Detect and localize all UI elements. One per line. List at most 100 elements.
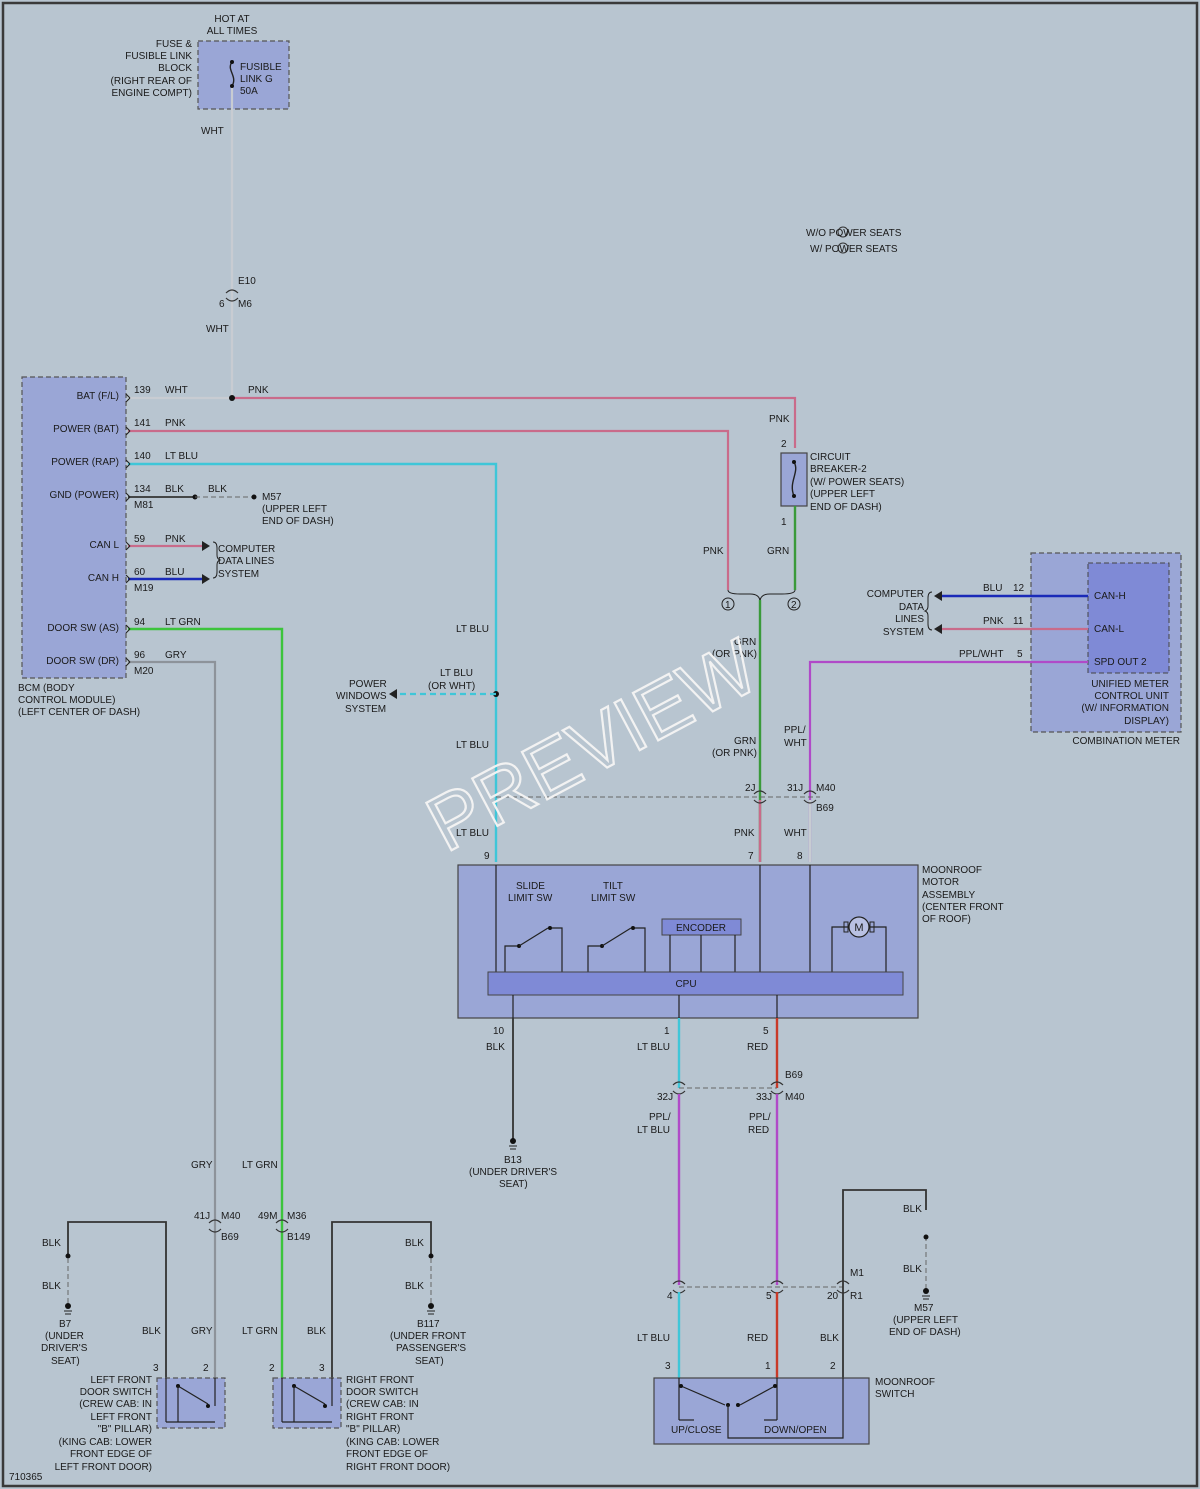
- combination-meter: CAN-H CAN-L SPD OUT 2 UNIFIED METER CONT…: [959, 552, 1182, 747]
- arrow-icon: [202, 574, 210, 584]
- right-door-name-7: FRONT EDGE OF: [346, 1449, 428, 1460]
- power-windows-label-1: POWER: [349, 679, 387, 690]
- wire-label-blk: BLK: [208, 484, 227, 495]
- left-door-pin-3: 3: [153, 1363, 159, 1374]
- slide-limit-label-2: LIMIT SW: [508, 893, 553, 904]
- wire-label-wht: WHT: [201, 126, 224, 137]
- tilt-limit-label-1: TILT: [603, 881, 623, 892]
- ground-dot: [510, 1138, 516, 1144]
- cpu-label: CPU: [675, 979, 696, 990]
- meter-pin-number: 11: [1013, 616, 1024, 627]
- wire-label-pnk: PNK: [703, 546, 724, 557]
- fuse-block-name-3: BLOCK: [158, 63, 192, 74]
- arrow-icon: [389, 689, 397, 699]
- wire-label-blk: BLK: [307, 1326, 326, 1337]
- left-door-name-8: LEFT FRONT DOOR): [55, 1462, 152, 1473]
- wire-label: WHT: [165, 385, 188, 396]
- tilt-limit-switch-wire: [587, 945, 600, 972]
- connector-r1: R1: [850, 1291, 863, 1302]
- fusible-link-label-1: FUSIBLE: [240, 62, 282, 73]
- ground-b7-name: B7: [59, 1319, 72, 1330]
- fuse-block-name-4: (RIGHT REAR OF: [111, 76, 192, 87]
- wire-label: LT GRN: [165, 617, 201, 628]
- switch-pin-20: 20: [827, 1291, 839, 1302]
- bcm-box: [21, 376, 127, 679]
- wire-label-ppl-wht: PPL/WHT: [959, 649, 1003, 660]
- fusible-link-label-2: LINK G: [240, 74, 273, 85]
- moonroof-switch: MOONROOF SWITCH UP/CLOSE DOWN/OPEN: [653, 1377, 935, 1445]
- bcm-pin-label: DOOR SW (AS): [47, 623, 119, 634]
- motor-symbol-label: M: [854, 922, 863, 934]
- combination-meter-title: COMBINATION METER: [1072, 736, 1180, 747]
- bcm-name-1: BCM (BODY: [18, 683, 75, 694]
- switch-contact: [323, 1404, 327, 1408]
- fuse-block-name-5: ENGINE COMPT): [111, 88, 192, 99]
- connector-m19: M19: [134, 583, 154, 594]
- motor-name-4: (CENTER FRONT: [922, 902, 1004, 913]
- tilt-limit-switch-blade: [601, 927, 632, 947]
- ground-b13-name: B13: [504, 1155, 522, 1166]
- wire-label-red: RED: [748, 1125, 769, 1136]
- ground-dot: [251, 494, 257, 500]
- circuit-breaker: 2 1 CIRCUIT BREAKER-2 (W/ POWER SEATS) (…: [780, 439, 904, 528]
- wire-label-blu: BLU: [983, 583, 1002, 594]
- left-door-name-4: LEFT FRONT: [91, 1412, 152, 1423]
- ground-dot: [923, 1288, 929, 1294]
- connector-m40: M40: [816, 783, 836, 794]
- left-door-name-7: FRONT EDGE OF: [70, 1449, 152, 1460]
- motor-brush: [869, 921, 875, 933]
- wire-blk-switch-gnd: [842, 1189, 927, 1378]
- right-door-name-5: "B" PILLAR): [346, 1424, 400, 1435]
- bcm-pin-number: 141: [134, 418, 151, 429]
- wire-label-wht: WHT: [206, 324, 229, 335]
- motor-pin-1: 1: [664, 1026, 670, 1037]
- ground-icon: [64, 1310, 72, 1315]
- motor-name-1: MOONROOF: [922, 865, 982, 876]
- meter-pin-label: CAN-L: [1094, 624, 1124, 635]
- wire-label-blk: BLK: [42, 1281, 61, 1292]
- moonroof-motor-assembly: 9 7 8 MOONROOF MOTOR ASSEMBLY (CENTER FR…: [457, 851, 1004, 1053]
- fuse-dot: [230, 84, 234, 88]
- wire-label-red: RED: [747, 1042, 768, 1053]
- right-door-switch-box: [272, 1377, 342, 1429]
- connector-2j: 2J: [745, 783, 756, 794]
- right-door-name-4: RIGHT FRONT: [346, 1412, 414, 1423]
- bcm-pin-number: 96: [134, 650, 146, 661]
- wire-label-ltblu: LT BLU: [456, 740, 489, 751]
- ground-ref-m57: M57: [262, 492, 282, 503]
- fuse-dot: [230, 60, 234, 64]
- slide-limit-switch-wire: [504, 945, 517, 972]
- right-door-pin-2: 2: [269, 1363, 275, 1374]
- breaker-label-1: CIRCUIT: [810, 452, 851, 463]
- wire-label-blk: BLK: [820, 1333, 839, 1344]
- fuse-block-name-2: FUSIBLE LINK: [125, 51, 192, 62]
- switch-contact: [206, 1404, 210, 1408]
- right-front-door-switch: [272, 1377, 342, 1429]
- meter-pin-label: SPD OUT 2: [1094, 657, 1147, 668]
- wire-label-ppl: PPL/: [784, 725, 806, 736]
- wire-label: PNK: [165, 418, 186, 429]
- bcm-pin-label: POWER (RAP): [51, 457, 119, 468]
- figure-id: 710365: [9, 1472, 43, 1483]
- tilt-limit-switch-wire: [635, 927, 646, 972]
- bcm-pin-number: 60: [134, 567, 146, 578]
- option-1-icon: [721, 597, 735, 611]
- wire-label-red: RED: [747, 1333, 768, 1344]
- ground-b117-loc-1: (UNDER FRONT: [390, 1331, 466, 1342]
- motor-pin-10: 10: [493, 1026, 505, 1037]
- motor-pin-9: 9: [484, 851, 490, 862]
- meter-unit-label-4: DISPLAY): [1124, 716, 1169, 727]
- ground-dot: [65, 1303, 71, 1309]
- ground-ref-loc-1: (UPPER LEFT: [262, 504, 327, 515]
- can-system-label-1: COMPUTER: [218, 544, 275, 555]
- switch-contact: [631, 926, 635, 930]
- switch-pin-3: 3: [665, 1361, 671, 1372]
- ground-m57-name: M57: [914, 1303, 934, 1314]
- switch-contact: [773, 1384, 777, 1388]
- connector-41j: 41J: [194, 1211, 210, 1222]
- hot-label-1: HOT AT: [214, 14, 249, 25]
- meter-pin-label: CAN-H: [1094, 591, 1126, 602]
- bcm-pin-number: 134: [134, 484, 151, 495]
- tilt-limit-label-2: LIMIT SW: [591, 893, 636, 904]
